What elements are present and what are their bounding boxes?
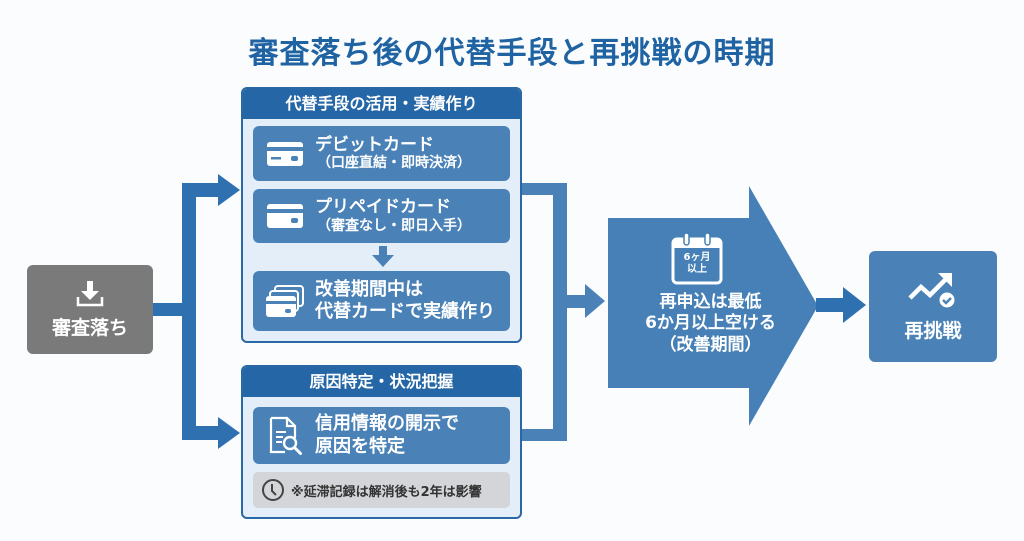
- stacked-cards-icon: [266, 285, 304, 317]
- calendar-icon: [671, 232, 723, 285]
- alternatives-panel-header: 代替手段の活用・実績作り: [243, 89, 520, 119]
- connector-left-vertical: [182, 183, 196, 440]
- calendar-line2: 以上: [687, 263, 707, 275]
- download-icon: [76, 281, 104, 307]
- wait-line3: （改善期間）: [659, 334, 762, 355]
- prepaid-subtitle: （審査なし・即日入手）: [317, 217, 471, 234]
- credit-card-icon: [267, 141, 303, 166]
- cause-item-credit-report: 信用情報の開示で 原因を特定: [253, 407, 510, 464]
- connector-start-stub: [153, 303, 189, 316]
- arrow-down-icon: [372, 246, 394, 267]
- arrowhead-to-retry: [843, 287, 866, 323]
- trend-up-check-icon: [908, 273, 957, 310]
- arrowhead-to-alternatives: [218, 174, 240, 206]
- clock-icon: [262, 479, 284, 501]
- end-label: 再挑戦: [904, 320, 962, 342]
- connector-left-bottom: [182, 426, 220, 440]
- debit-title: デビットカード: [315, 134, 434, 155]
- wait-period-big-arrow: [608, 186, 818, 426]
- alternatives-panel: 代替手段の活用・実績作り デビットカード （口座直結・即時決済） プリペイドカー…: [241, 87, 522, 343]
- connector-right-bottom: [520, 429, 567, 441]
- calendar-label: 6ヶ月 以上: [677, 252, 717, 275]
- debit-subtitle: （口座直結・即時決済）: [317, 155, 471, 172]
- connector-to-wait: [567, 295, 587, 308]
- wait-period-text: 再申込は最低 6か月以上空ける （改善期間）: [608, 292, 813, 356]
- connector-to-retry: [816, 298, 846, 312]
- alternative-result: 改善期間中は 代替カードで実績作り: [253, 271, 510, 331]
- note-text: ※延滞記録は解消後も2年は影響: [291, 484, 482, 500]
- cause-note: ※延滞記録は解消後も2年は影響: [253, 472, 510, 508]
- connector-left-top: [182, 183, 220, 197]
- prepaid-title: プリペイドカード: [315, 197, 451, 218]
- result-line2: 代替カードで実績作り: [315, 301, 495, 322]
- arrow-to-retry: [816, 287, 866, 323]
- arrowhead-to-wait: [585, 284, 605, 318]
- start-label: 審査落ち: [51, 317, 128, 339]
- calendar-line1: 6ヶ月: [683, 252, 711, 263]
- document-search-icon: [269, 416, 302, 455]
- wait-line2: 6か月以上空ける: [645, 313, 776, 334]
- cause-line1: 信用情報の開示で: [315, 413, 459, 434]
- result-line1: 改善期間中は: [315, 278, 423, 300]
- branch-connector-left: [153, 174, 240, 449]
- end-box-retry: 再挑戦: [869, 251, 997, 362]
- arrowhead-to-cause: [218, 417, 240, 449]
- merge-connector-right: [520, 183, 605, 441]
- card-icon: [267, 204, 303, 228]
- cause-panel: 原因特定・状況把握 信用情報の開示で 原因を特定 ※延滞記録は解消後も2年は影響: [241, 365, 522, 519]
- alternative-item-prepaid: プリペイドカード （審査なし・即日入手）: [253, 189, 510, 243]
- cause-line2: 原因を特定: [315, 435, 405, 457]
- cause-panel-header: 原因特定・状況把握: [243, 367, 520, 397]
- start-box-rejected: 審査落ち: [27, 265, 153, 354]
- wait-line1: 再申込は最低: [659, 292, 762, 312]
- page-title: 審査落ち後の代替手段と再挑戦の時期: [248, 36, 776, 71]
- connector-right-vertical: [553, 183, 567, 441]
- alternative-item-debit: デビットカード （口座直結・即時決済）: [253, 126, 510, 181]
